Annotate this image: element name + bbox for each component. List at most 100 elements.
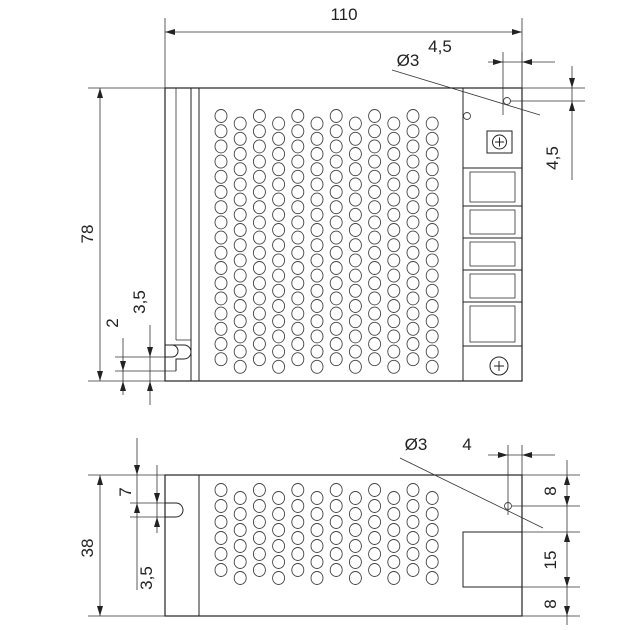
vent-hole [329, 352, 343, 367]
vent-hole [406, 215, 420, 230]
vent-hole [425, 539, 439, 553]
vent-hole [406, 276, 420, 291]
vent-hole [291, 337, 305, 351]
vent-hole [348, 162, 362, 177]
vent-hole [368, 139, 382, 154]
vent-hole [329, 337, 343, 351]
vent-hole [272, 116, 286, 131]
terminal-slot [469, 241, 516, 267]
vent-hole [252, 230, 266, 245]
vent-hole [406, 124, 420, 139]
vent-hole [214, 185, 228, 199]
vent-hole [425, 207, 439, 222]
vent-hole [329, 306, 343, 321]
vent-hole [329, 139, 343, 154]
vent-hole [348, 207, 362, 222]
vent-hole [252, 337, 266, 351]
vent-hole [329, 215, 343, 230]
vent-hole [329, 230, 343, 245]
vent-hole [291, 261, 305, 275]
dimension-label: 7 [116, 487, 135, 496]
dimension-label: 3,5 [137, 566, 156, 590]
dimension-label: 4,5 [543, 146, 562, 170]
vent-hole [214, 261, 228, 275]
vent-hole [368, 109, 382, 123]
vent-hole [233, 555, 247, 569]
vent-hole [329, 515, 343, 529]
vent-hole [425, 238, 439, 253]
vent-hole [348, 192, 362, 207]
vent-hole [291, 200, 305, 215]
vent-hole [387, 359, 401, 374]
vent-hole [425, 116, 439, 131]
vent-hole [329, 124, 343, 139]
vent-hole-grid [214, 109, 439, 374]
vent-hole [425, 253, 439, 268]
vent-hole [291, 563, 305, 577]
vent-hole [387, 283, 401, 298]
vent-hole [252, 483, 266, 497]
vent-hole [310, 507, 324, 521]
vent-hole [291, 109, 305, 123]
vent-hole [368, 352, 382, 367]
vent-hole [233, 268, 247, 283]
vent-hole [329, 245, 343, 260]
vent-hole [387, 177, 401, 192]
vent-hole [272, 507, 286, 521]
vent-hole [425, 329, 439, 344]
vent-hole [272, 223, 286, 237]
vent-hole [348, 344, 362, 359]
vent-hole [368, 337, 382, 351]
vent-hole [406, 245, 420, 260]
vent-hole [348, 539, 362, 553]
vent-hole [252, 154, 266, 169]
vent-hole-grid [214, 483, 439, 585]
vent-hole [425, 131, 439, 146]
vent-hole [348, 571, 362, 585]
top-view: 110 78 4,5 Ø3 4, [78, 5, 585, 405]
vent-hole [310, 329, 324, 344]
vent-hole [272, 177, 286, 192]
vent-hole [214, 139, 228, 154]
vent-hole [272, 491, 286, 505]
dimension-side-height: 38 [78, 474, 165, 617]
dimension-label: 8 [541, 486, 560, 495]
vent-hole [233, 344, 247, 359]
vent-hole [252, 276, 266, 291]
vent-hole [348, 116, 362, 131]
vent-hole [387, 162, 401, 177]
vent-hole [310, 131, 324, 146]
vent-hole [406, 261, 420, 275]
vent-hole [291, 230, 305, 245]
vent-hole [291, 124, 305, 139]
vent-hole [291, 306, 305, 321]
vent-hole [406, 352, 420, 367]
vent-hole [368, 563, 382, 577]
dimension-side-notch: 7 3,5 [116, 438, 165, 590]
vent-hole [310, 192, 324, 207]
vent-hole [272, 359, 286, 374]
vent-hole [425, 555, 439, 569]
vent-hole [310, 253, 324, 268]
ground-screw-icon [489, 356, 509, 376]
vent-hole [310, 539, 324, 553]
vent-hole [291, 547, 305, 561]
terminal-block [463, 167, 522, 347]
dimension-top-hole: 4,5 Ø3 [391, 37, 555, 116]
vent-hole [348, 238, 362, 253]
dimension-label: 110 [330, 5, 357, 24]
vent-hole [406, 337, 420, 351]
vent-hole [214, 321, 228, 336]
vent-hole [252, 169, 266, 184]
vent-hole [348, 283, 362, 298]
vent-hole [368, 154, 382, 169]
vent-hole [291, 515, 305, 529]
dimension-label: 2 [103, 318, 122, 327]
vent-hole [348, 314, 362, 329]
vent-hole [252, 245, 266, 260]
terminal-slot [469, 305, 516, 343]
vent-hole [368, 306, 382, 321]
vent-hole [272, 238, 286, 253]
vent-hole [214, 499, 228, 513]
vent-hole [214, 563, 228, 577]
